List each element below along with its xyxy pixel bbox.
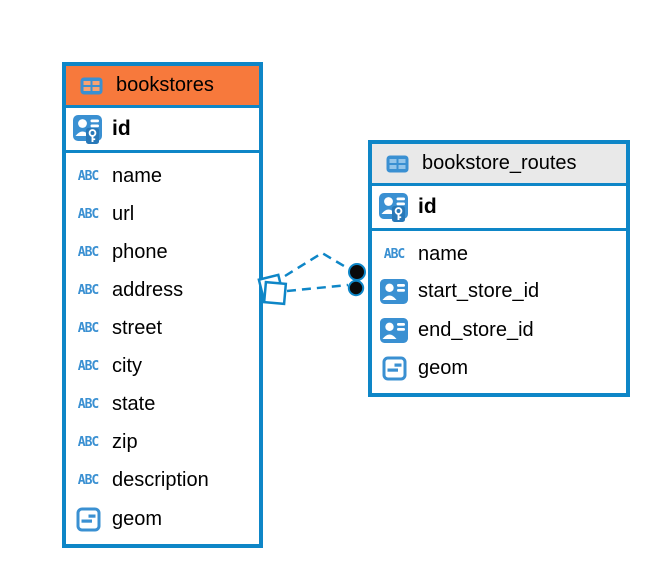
column-list: ABC name ABC url ABC phone ABC address A… [66,153,259,544]
table-name: bookstore_routes [422,152,577,174]
text-type-icon: ABC [77,207,99,223]
text-type-icon: ABC [77,396,99,412]
text-type-icon: ABC [77,434,99,450]
primary-key-name: id [112,117,131,140]
column-name: city [112,354,142,377]
column-name: geom [418,357,469,380]
column-name: state [112,392,156,415]
column-row[interactable]: geom [372,350,626,389]
column-row[interactable]: ABC name [372,236,626,273]
table-header-bookstores[interactable]: bookstores [66,66,259,108]
reference-type-icon [378,279,410,305]
text-type-icon: ABC [77,358,99,374]
column-row[interactable]: ABC zip [66,423,259,461]
geometry-type-icon [378,356,410,381]
text-type-icon: ABC [77,321,99,337]
reference-type-icon [378,317,410,343]
primary-key-icon [72,113,104,145]
entity-table-bookstores[interactable]: bookstores id ABC [62,62,263,548]
foreign-key-relationship[interactable] [257,251,366,306]
table-icon [75,77,107,95]
relationship-line-lower[interactable] [286,283,349,293]
column-row[interactable]: end_store_id [372,311,626,350]
column-row[interactable]: ABC url [66,196,259,234]
primary-key-icon [378,191,410,223]
column-row[interactable]: ABC street [66,310,259,348]
column-row[interactable]: geom [66,499,259,539]
column-name: end_store_id [418,318,534,341]
column-name: description [112,468,209,491]
text-type-icon: ABC [383,246,405,262]
table-icon [381,155,413,173]
column-row[interactable]: ABC city [66,348,259,386]
column-name: geom [112,507,163,530]
relationship-line-upper[interactable] [284,251,350,278]
geometry-type-icon [72,507,104,532]
column-list: ABC name start_store_id [372,231,626,393]
column-row[interactable]: ABC name [66,158,259,196]
column-row[interactable]: start_store_id [372,273,626,312]
column-name: url [112,203,135,226]
column-row[interactable]: ABC phone [66,234,259,272]
table-name: bookstores [116,74,214,96]
column-name: phone [112,241,168,264]
column-name: zip [112,430,138,453]
text-type-icon: ABC [77,169,99,185]
column-row[interactable]: ABC description [66,461,259,499]
relationship-target-dot-upper [348,263,366,281]
column-name: address [112,279,184,302]
text-type-icon: ABC [77,472,99,488]
primary-key-name: id [418,195,437,218]
text-type-icon: ABC [77,245,99,261]
primary-key-row[interactable]: id [66,108,259,153]
column-row[interactable]: ABC state [66,385,259,423]
column-row[interactable]: ABC address [66,272,259,310]
text-type-icon: ABC [77,283,99,299]
relationship-target-dot-lower [347,279,365,297]
column-name: name [112,165,163,188]
column-name: start_store_id [418,280,540,303]
column-name: name [418,242,469,265]
primary-key-row[interactable]: id [372,186,626,231]
table-header-bookstore-routes[interactable]: bookstore_routes [372,144,626,186]
entity-table-bookstore-routes[interactable]: bookstore_routes id ABC [368,140,630,397]
column-name: street [112,317,163,340]
